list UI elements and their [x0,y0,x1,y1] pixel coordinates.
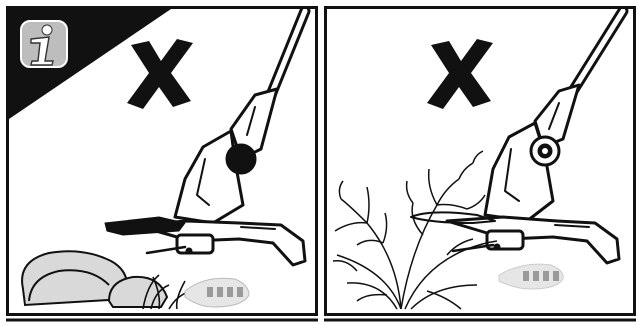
trimmer [410,9,629,265]
rocks [21,250,169,308]
direction-arrow-left-icon [184,277,250,308]
panel-shrub-drawing [332,9,629,310]
panel-rocks-prohibited [6,6,318,316]
prohibited-x-mark [127,39,193,109]
info-i-icon [20,20,68,68]
shrub [332,150,498,310]
bottom-rule [6,318,636,322]
trimmer [104,9,311,267]
direction-arrow-left-icon [498,263,564,290]
panel-shrub-prohibited [324,6,636,316]
prohibited-x-mark [427,39,493,109]
panel-rocks-drawing [9,9,311,310]
